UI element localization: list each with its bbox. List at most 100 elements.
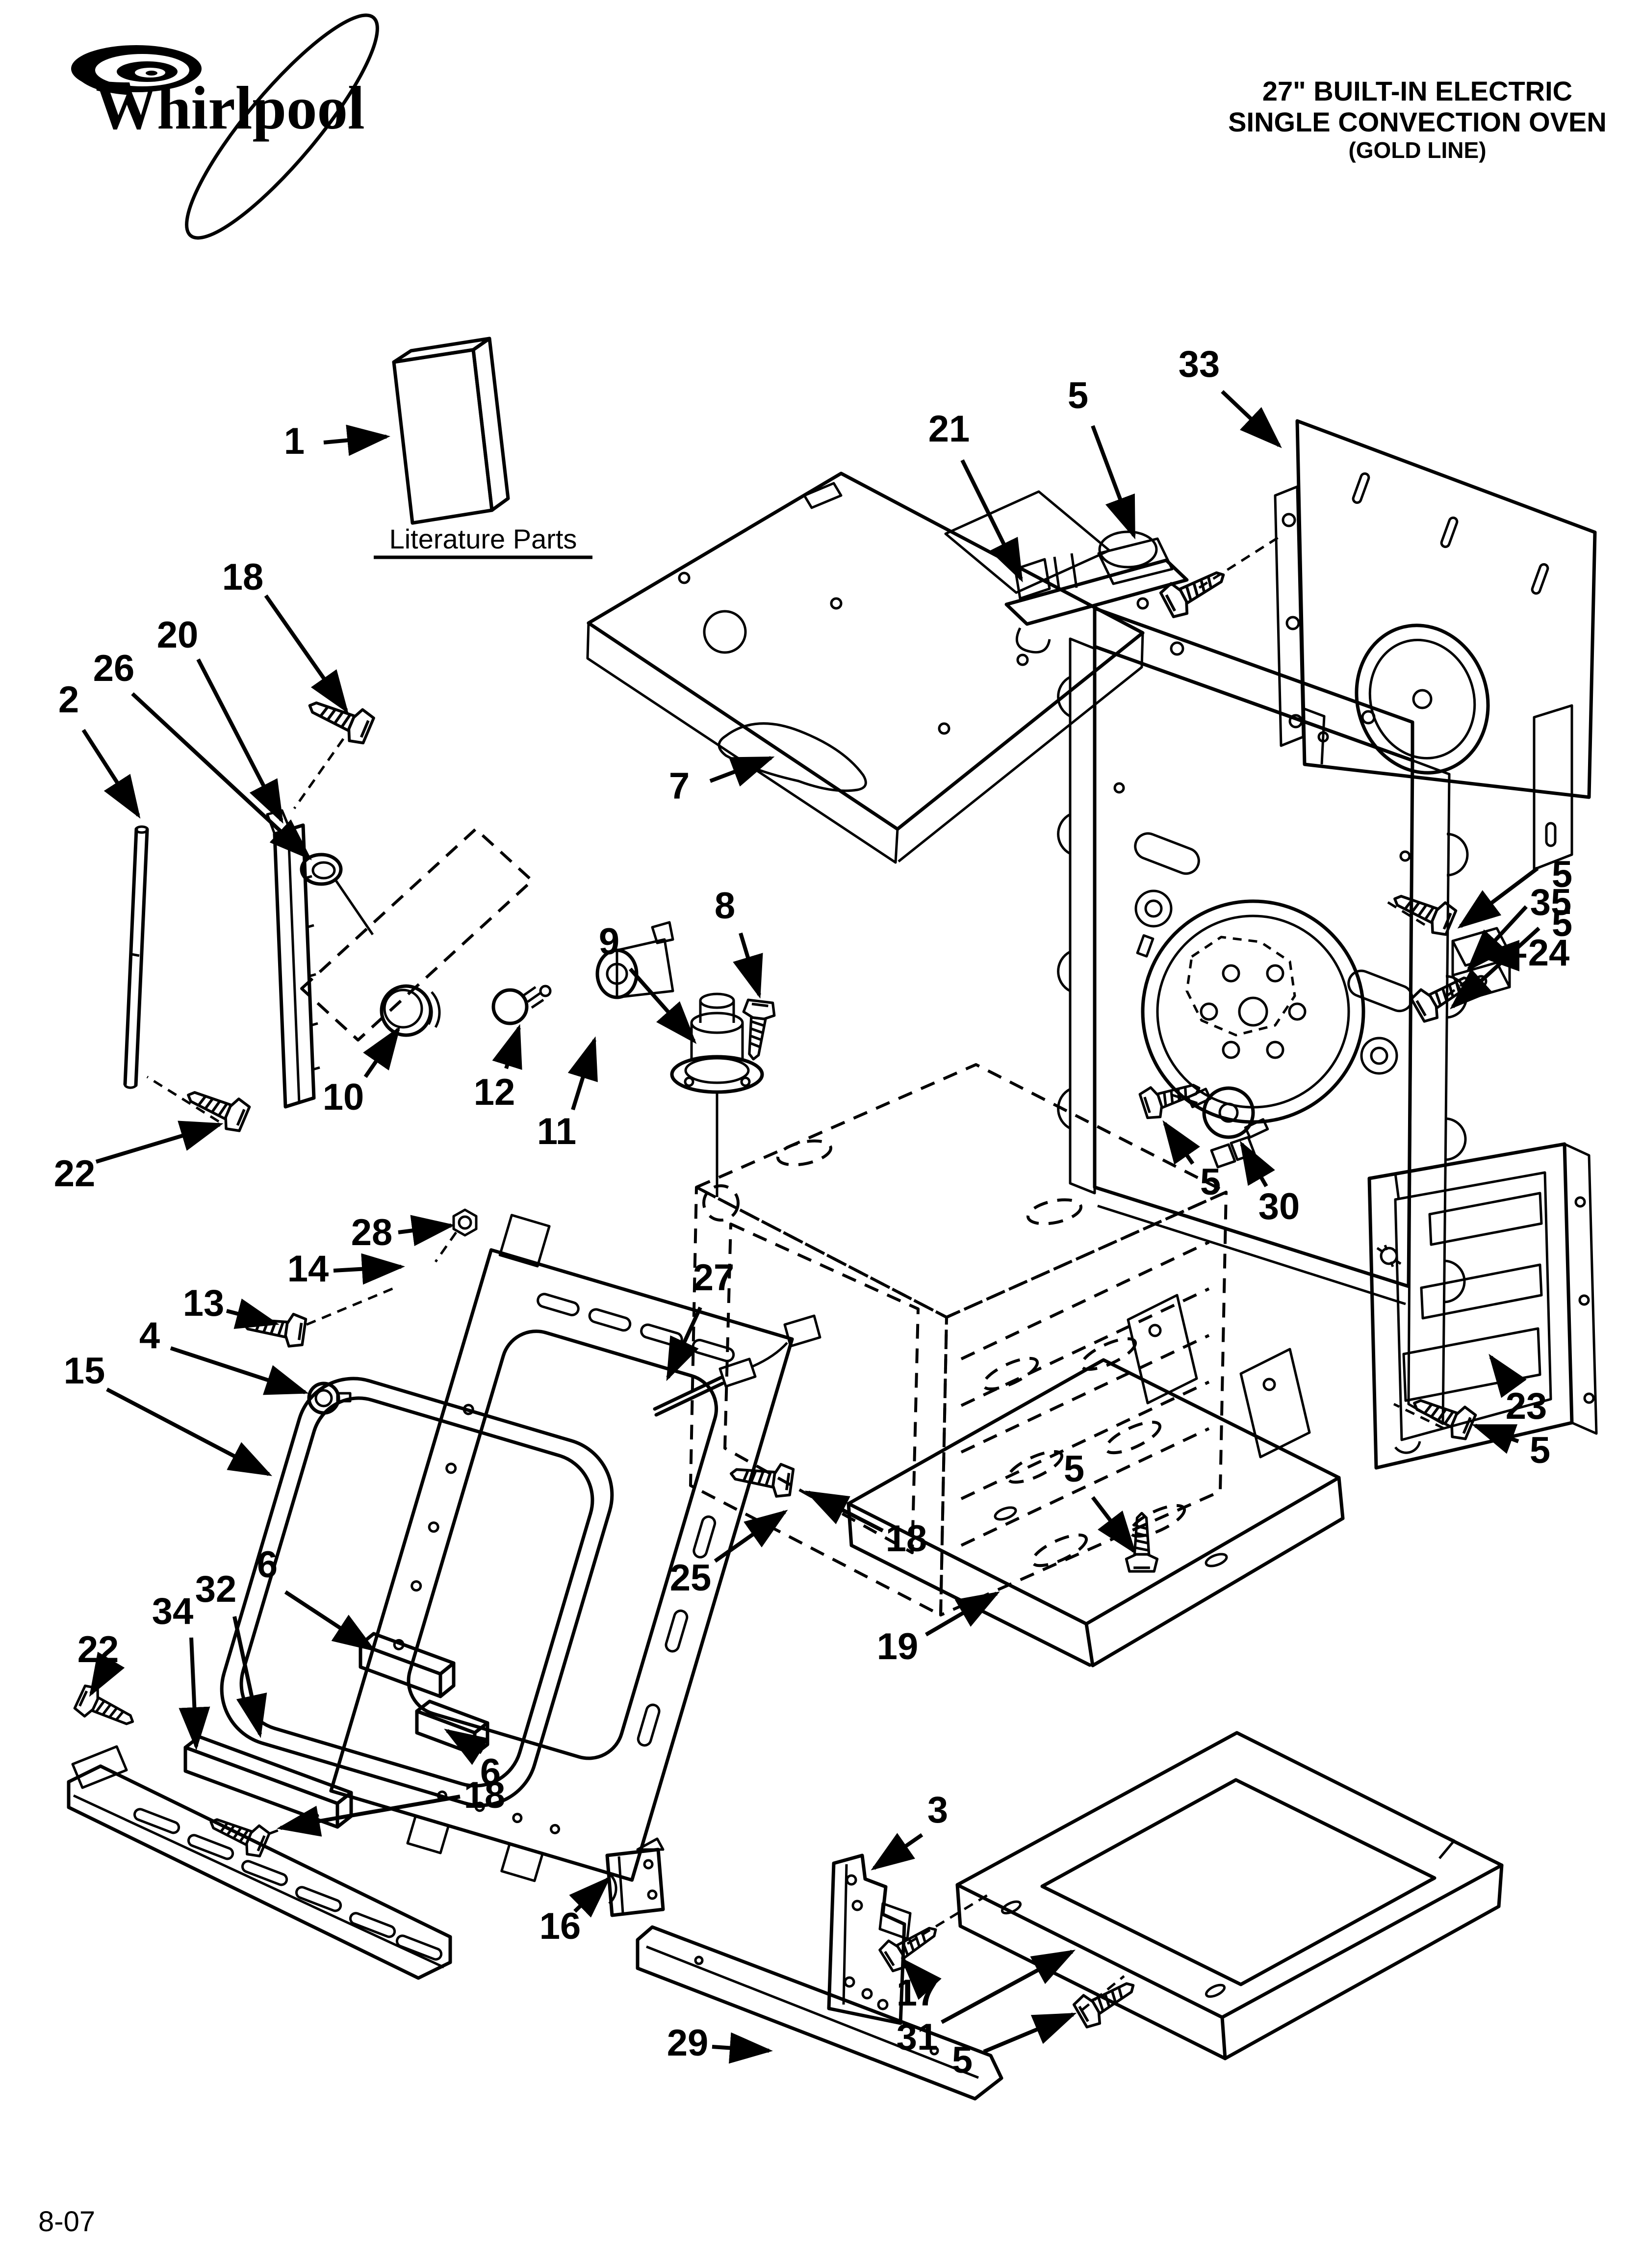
screw-22-left (146, 1075, 251, 1134)
part-label-30-37: 30 (1258, 1186, 1300, 1227)
part-label-25-22: 25 (670, 1557, 712, 1599)
part-33-rear-upper-panel (1274, 419, 1597, 871)
part-32-support-bar (183, 1735, 353, 1829)
part-label-13-18: 13 (183, 1282, 225, 1324)
part-9-fan-mount (670, 992, 764, 1197)
part-label-11-13: 11 (537, 1111, 576, 1152)
part-label-29-30: 29 (667, 2022, 709, 2064)
leader-arrow-14-17 (333, 1253, 405, 1285)
part-label-2-7: 2 (58, 679, 79, 721)
part-label-5-39: 5 (1552, 854, 1572, 895)
leader-arrow-4-19 (170, 1346, 309, 1395)
brand-name: Whirlpool (96, 75, 365, 142)
leader-arrow-21-1 (960, 459, 1023, 583)
part-label-4-19: 4 (139, 1315, 160, 1356)
part-label-32-35: 32 (195, 1568, 237, 1610)
literature-parts-label: Literature Parts (389, 523, 577, 554)
leader-arrow-8-9 (733, 932, 763, 999)
part-label-6-36: 6 (257, 1544, 278, 1586)
part-label-21-1: 21 (928, 408, 970, 450)
part-label-5-38: 5 (1200, 1161, 1221, 1203)
leader-arrow-5-44 (1471, 1424, 1519, 1454)
part-26-grommet (300, 853, 374, 936)
leader-arrow-6-36 (284, 1590, 376, 1652)
part-label-6-31: 6 (480, 1751, 501, 1793)
part-19-cover (847, 1294, 1345, 1668)
part-31-bottom-tray (955, 1731, 1504, 2060)
whirlpool-swirl-icon (71, 45, 202, 95)
part-29-vent-trim (636, 1925, 1003, 2101)
part-23-lower-access-panel (1367, 1142, 1598, 1470)
part-label-18-21: 18 (886, 1518, 927, 1560)
part-label-8-9: 8 (715, 885, 735, 927)
leader-arrow-15-20 (106, 1387, 273, 1476)
part-label-34-34: 34 (152, 1590, 194, 1632)
leader-arrow-5-2 (1091, 425, 1136, 540)
part-label-14-17: 14 (287, 1248, 329, 1290)
leader-arrow-26-6 (131, 692, 312, 860)
part-label-27-15: 27 (693, 1257, 735, 1299)
literature-parts-caption: Literature Parts (374, 523, 592, 559)
leader-arrow-35-40 (1466, 905, 1528, 972)
part-label-26-6: 26 (93, 648, 135, 689)
part-21-latch-assembly (1004, 530, 1189, 653)
leader-arrow-18-21 (804, 1490, 884, 1533)
part-label-10-11: 10 (323, 1076, 364, 1118)
whirlpool-logo: Whirlpool (71, 13, 379, 240)
part-16-bracket-clip (605, 1837, 665, 1917)
part-2-trim-tube (123, 825, 149, 1089)
part-label-9-10: 9 (599, 921, 619, 963)
part-28-nut (434, 1210, 476, 1263)
leader-arrow-16-26 (569, 1876, 611, 1918)
leader-arrow-18-4 (264, 594, 349, 714)
leader-arrow-10-11 (363, 1026, 401, 1078)
part-label-17-27: 17 (897, 1972, 938, 2014)
part-label-33-3: 33 (1179, 343, 1220, 385)
part-label-22-14: 22 (54, 1153, 96, 1195)
part-12-bulb (491, 985, 552, 1025)
screw-5-right-a (1381, 884, 1457, 938)
screw-13 (241, 1285, 399, 1348)
leader-arrow-5-29 (983, 2012, 1077, 2054)
part-label-1-0: 1 (284, 420, 305, 462)
leader-arrow-23-43 (1488, 1354, 1527, 1398)
leader-arrow-28-16 (398, 1215, 455, 1247)
part-label-19-24: 19 (877, 1626, 919, 1668)
leader-arrow-7-8 (709, 756, 775, 787)
part-24-rear-cavity-panel (1057, 606, 1469, 1425)
title-block: 27" BUILT-IN ELECTRIC SINGLE CONVECTION … (1228, 76, 1607, 163)
part-label-31-28: 31 (897, 2016, 938, 2058)
part-11-lamp-group (300, 828, 674, 1042)
leader-arrow-3-25 (871, 1833, 924, 1871)
leader-arrow-22-33 (89, 1651, 125, 1697)
leader-arrow-1-0 (323, 424, 390, 456)
screw-18-top-left (293, 690, 375, 809)
part-14-front-frame (329, 1214, 794, 1882)
part-label-5-29: 5 (952, 2039, 973, 2081)
part-label-5-2: 5 (1068, 375, 1088, 417)
part-1-literature-book (392, 337, 510, 525)
part-label-5-23: 5 (1064, 1448, 1084, 1490)
part-27-oven-sensor (653, 1314, 821, 1417)
title-line-2: SINGLE CONVECTION OVEN (1228, 106, 1607, 137)
leader-arrow-2-7 (81, 729, 141, 819)
leader-arrow-6-31 (444, 1728, 489, 1765)
leader-arrow-31-28 (941, 1950, 1076, 2024)
screw-17 (878, 1917, 944, 1974)
leader-arrow-27-15 (666, 1306, 702, 1382)
part-label-22-33: 22 (77, 1629, 119, 1670)
part-label-16-26: 16 (539, 1905, 581, 1947)
part-label-24-42: 24 (1528, 932, 1570, 974)
leader-arrow-30-37 (1239, 1141, 1275, 1188)
screw-5-lower-right (1393, 1388, 1477, 1442)
leader-arrow-17-27 (900, 1957, 942, 2000)
leader-arrow-29-30 (712, 2032, 773, 2064)
leader-arrow-32-35 (232, 1616, 267, 1738)
leader-arrow-33-3 (1221, 390, 1282, 448)
screw-18-cavity (729, 1458, 794, 1498)
leader-arrow-5-39 (1457, 866, 1539, 929)
part-25-oven-cavity (689, 1063, 1228, 1616)
part-label-5-41: 5 (1552, 903, 1572, 944)
